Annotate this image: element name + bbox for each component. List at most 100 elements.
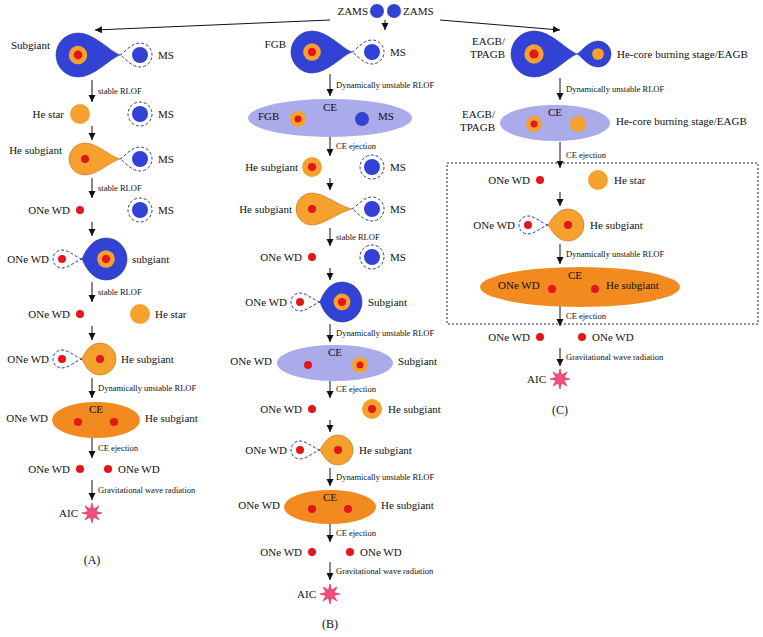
star-shape bbox=[344, 505, 352, 513]
arrow-label: CE ejection bbox=[335, 384, 377, 394]
roche-lobe bbox=[320, 282, 362, 322]
evolution-arrow bbox=[92, 126, 93, 140]
star-label: He subgiant bbox=[245, 161, 298, 174]
stage-node: SubgiantMS bbox=[0, 30, 205, 80]
evolution-arrow bbox=[560, 192, 561, 206]
roche-lobe bbox=[352, 197, 384, 221]
star-label: He star bbox=[614, 174, 645, 187]
stage-node: ONe WDCEHe subgiant bbox=[208, 486, 444, 524]
arrow-label: Dynamically unstable RLOF bbox=[335, 472, 435, 482]
star-label: He star bbox=[33, 108, 64, 121]
arrow-label: Dynamically unstable RLOF bbox=[335, 328, 435, 338]
stage-node: ONe WDONe WD bbox=[208, 542, 444, 562]
arrow-label: CE ejection bbox=[97, 443, 139, 453]
stage-node: ONe WDsubgiant bbox=[0, 236, 205, 282]
star-label: MS bbox=[158, 108, 174, 121]
star-shape bbox=[128, 102, 152, 126]
stage-node: ONe WDMS bbox=[208, 246, 444, 268]
channel-label: (A) bbox=[84, 553, 101, 567]
star-shape bbox=[97, 250, 115, 268]
evolution-arrow bbox=[92, 480, 93, 500]
star-label: CE bbox=[548, 106, 562, 119]
roche-lobe bbox=[56, 33, 120, 77]
stage-node: ONe WDCEHe subgiant bbox=[0, 398, 205, 438]
star-label: He subgiant bbox=[381, 499, 434, 512]
star-label: ONe WD bbox=[473, 219, 515, 232]
evolution-arrow bbox=[92, 178, 93, 198]
star-shape bbox=[132, 47, 148, 63]
evolution-arrow bbox=[385, 20, 386, 30]
star-shape bbox=[364, 249, 380, 265]
evolution-arrow bbox=[560, 78, 561, 100]
star-shape bbox=[387, 4, 401, 18]
star-label: ONe WD bbox=[488, 174, 530, 187]
star-shape bbox=[370, 4, 384, 18]
star-shape bbox=[308, 405, 316, 413]
star-label: MS bbox=[390, 203, 406, 216]
star-label: He subgiant bbox=[590, 219, 643, 232]
star-shape bbox=[364, 159, 380, 175]
evolution-arrow bbox=[95, 20, 330, 30]
arrow-label: stable RLOF bbox=[335, 232, 381, 242]
aic-burst bbox=[550, 369, 570, 389]
stage-node: ONe WDCESubgiant bbox=[208, 342, 444, 380]
stage-node: ONe WDHe star bbox=[0, 302, 205, 326]
star-label: ONe WD bbox=[260, 251, 302, 264]
star-label: ZAMS bbox=[403, 5, 434, 18]
star-shape bbox=[334, 446, 342, 454]
star-shape bbox=[58, 255, 66, 263]
stage-node: ONe WDMS bbox=[0, 198, 205, 222]
stage-node: AIC bbox=[0, 500, 205, 526]
stage-node: ONe WDHe subgiant bbox=[208, 398, 444, 420]
stage-node: ONe WD He star bbox=[446, 168, 760, 192]
star-shape bbox=[132, 106, 148, 122]
arrow-label: CE ejection bbox=[335, 528, 377, 538]
evolution-arrow bbox=[330, 380, 331, 398]
star-shape bbox=[368, 405, 376, 413]
star-shape bbox=[362, 399, 382, 419]
evolution-arrow bbox=[330, 324, 331, 342]
stage-node: ONe WDCEHe subgiant bbox=[446, 264, 760, 306]
roche-lobe bbox=[519, 216, 548, 234]
common-envelope bbox=[52, 402, 140, 438]
binary-illustration bbox=[446, 366, 760, 392]
roche-lobe bbox=[120, 43, 152, 67]
binary-illustration bbox=[446, 264, 760, 306]
star-shape bbox=[346, 548, 354, 556]
binary-illustration bbox=[208, 156, 444, 178]
stage-node: EAGB/ TPAGBCEHe-core burning stage/EAGB bbox=[446, 100, 760, 142]
star-shape bbox=[360, 155, 384, 179]
star-label: ONe WD bbox=[28, 463, 70, 476]
binary-illustration bbox=[208, 542, 444, 562]
star-label: ONe WD bbox=[28, 204, 70, 217]
star-shape bbox=[81, 155, 89, 163]
roche-lobe bbox=[511, 31, 577, 77]
stage-node: FGBCEMS bbox=[208, 96, 444, 136]
binary-illustration bbox=[0, 500, 205, 526]
aic-burst bbox=[320, 584, 340, 604]
evolution-arrow bbox=[92, 222, 93, 236]
evolution-arrow bbox=[560, 306, 561, 326]
roche-lobe bbox=[577, 41, 611, 67]
stage-node: AIC bbox=[208, 580, 444, 606]
stage-node: ZAMSZAMS bbox=[300, 2, 470, 20]
star-shape bbox=[564, 221, 572, 229]
star-label: ONe WD bbox=[260, 546, 302, 559]
star-label: MS bbox=[390, 161, 406, 174]
star-shape bbox=[74, 418, 82, 426]
star-shape bbox=[76, 206, 84, 214]
roche-lobe bbox=[82, 343, 116, 375]
binary-illustration bbox=[208, 580, 444, 606]
roche-lobe bbox=[69, 143, 120, 175]
star-shape bbox=[290, 111, 306, 127]
star-label: subgiant bbox=[132, 253, 169, 266]
evolution-arrow bbox=[560, 142, 561, 168]
star-shape bbox=[76, 310, 84, 318]
star-label: He subgiant bbox=[9, 144, 62, 157]
roche-lobe bbox=[291, 441, 320, 459]
stage-node: EAGB/ TPAGBHe-core burning stage/EAGB bbox=[446, 30, 760, 78]
star-label: He-core burning stage/EAGB bbox=[616, 115, 747, 128]
evolution-arrow bbox=[92, 438, 93, 458]
star-shape bbox=[524, 221, 532, 229]
